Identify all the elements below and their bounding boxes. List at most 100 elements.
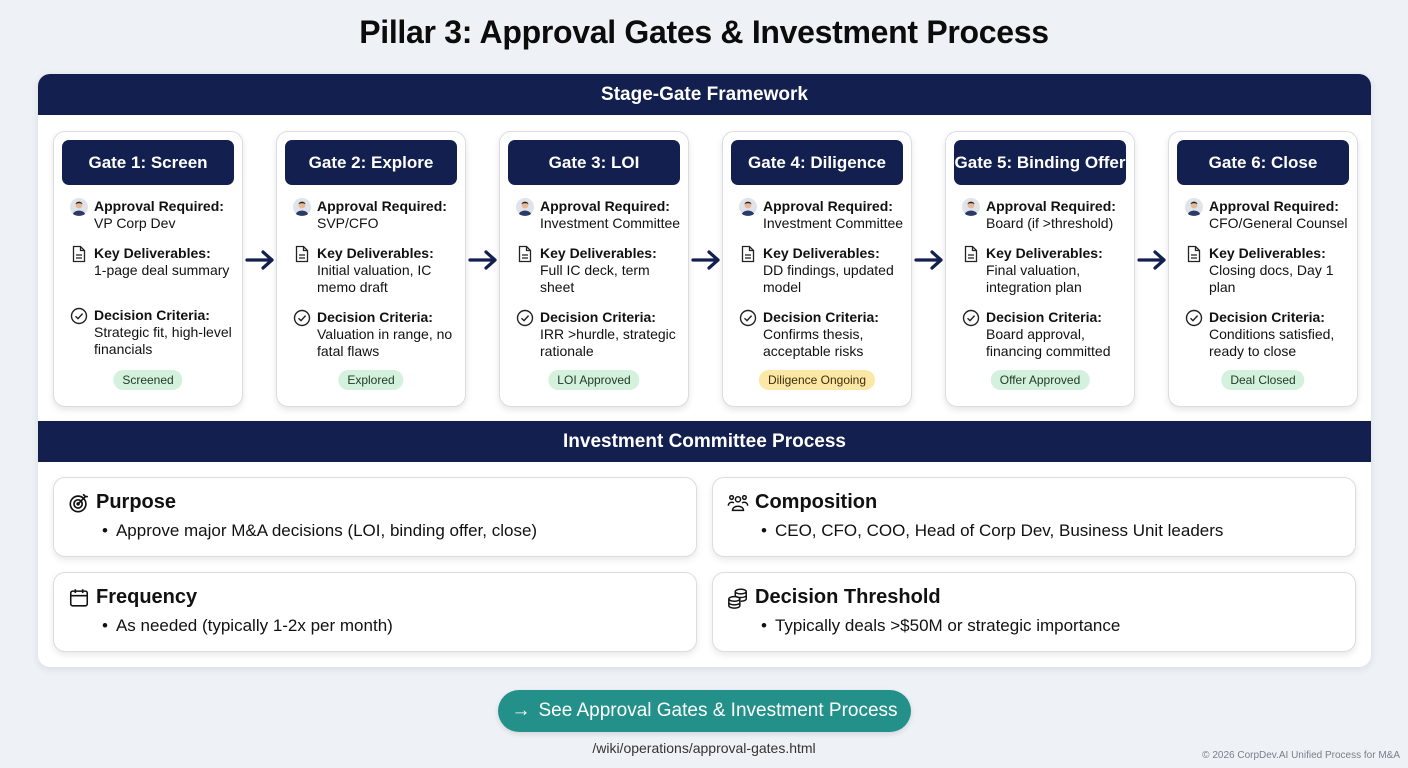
gate-deliverables: Key Deliverables: Initial valuation, IC … xyxy=(277,244,465,296)
gate-card-4: Gate 4: Diligence Approval Required: Inv… xyxy=(722,131,912,407)
deliverables-label: Key Deliverables: xyxy=(94,245,211,261)
status-badge: Explored xyxy=(338,370,404,390)
ic-card-title: Composition xyxy=(755,491,878,513)
approval-value: Investment Committee xyxy=(763,215,904,231)
gate-criteria: Decision Criteria: Confirms thesis, acce… xyxy=(723,308,911,360)
ic-grid: Purpose Approve major M&A decisions (LOI… xyxy=(38,462,1371,667)
cta-label: See Approval Gates & Investment Process xyxy=(538,700,898,721)
gate-card-6: Gate 6: Close Approval Required: CFO/Gen… xyxy=(1168,131,1358,407)
approval-label: Approval Required: xyxy=(763,198,893,214)
approval-value: Board (if >threshold) xyxy=(986,215,1114,231)
ic-card-bullet: As needed (typically 1-2x per month) xyxy=(102,616,393,636)
deliverables-value: Full IC deck, term sheet xyxy=(540,262,650,295)
cta-url: /wiki/operations/approval-gates.html xyxy=(592,740,816,756)
document-icon xyxy=(72,245,86,263)
gate-criteria: Decision Criteria: Conditions satisfied,… xyxy=(1169,308,1357,360)
document-icon xyxy=(964,245,978,263)
person-avatar-icon xyxy=(293,198,311,216)
check-circle-icon xyxy=(962,309,980,327)
deliverables-label: Key Deliverables: xyxy=(317,245,434,261)
check-circle-icon xyxy=(1185,309,1203,327)
criteria-value: IRR >hurdle, strategic rationale xyxy=(540,326,676,359)
approval-label: Approval Required: xyxy=(986,198,1116,214)
check-circle-icon xyxy=(739,309,757,327)
criteria-value: Confirms thesis, acceptable risks xyxy=(763,326,864,359)
approval-label: Approval Required: xyxy=(317,198,447,214)
criteria-label: Decision Criteria: xyxy=(317,309,433,325)
document-icon xyxy=(518,245,532,263)
criteria-label: Decision Criteria: xyxy=(94,307,210,323)
approval-value: SVP/CFO xyxy=(317,215,379,231)
approval-value: CFO/General Counsel xyxy=(1209,215,1348,231)
ic-card-title: Purpose xyxy=(96,491,177,513)
approval-label: Approval Required: xyxy=(1209,198,1339,214)
gate-criteria: Decision Criteria: Board approval, finan… xyxy=(946,308,1134,360)
stage-gate-header: Stage-Gate Framework xyxy=(38,74,1371,115)
ic-card-title: Frequency xyxy=(96,586,198,608)
approval-value: VP Corp Dev xyxy=(94,215,176,231)
see-approval-gates-button[interactable]: → See Approval Gates & Investment Proces… xyxy=(498,690,911,732)
page-title: Pillar 3: Approval Gates & Investment Pr… xyxy=(359,14,1049,50)
main-panel: Stage-Gate Framework Gate 1: Screen Appr… xyxy=(38,74,1371,667)
status-badge: LOI Approved xyxy=(548,370,640,390)
gate-criteria: Decision Criteria: Strategic fit, high-l… xyxy=(54,306,242,358)
check-circle-icon xyxy=(70,307,88,325)
gate-title: Gate 6: Close xyxy=(1177,140,1349,185)
deliverables-value: 1-page deal summary xyxy=(94,262,230,278)
gate-title: Gate 3: LOI xyxy=(508,140,680,185)
arrow-right-icon xyxy=(914,250,943,270)
deliverables-value: Final valuation, integration plan xyxy=(986,262,1082,295)
target-icon xyxy=(69,493,89,513)
gate-title: Gate 5: Binding Offer xyxy=(954,140,1126,185)
gate-criteria: Decision Criteria: IRR >hurdle, strategi… xyxy=(500,308,688,360)
criteria-value: Strategic fit, high-level financials xyxy=(94,324,232,357)
gate-approval: Approval Required: SVP/CFO xyxy=(277,197,465,232)
gate-card-2: Gate 2: Explore Approval Required: SVP/C… xyxy=(276,131,466,407)
ic-card-bullet: Approve major M&A decisions (LOI, bindin… xyxy=(102,521,537,541)
status-badge: Diligence Ongoing xyxy=(758,370,876,390)
ic-card-bullet: CEO, CFO, COO, Head of Corp Dev, Busines… xyxy=(761,521,1223,541)
gate-card-1: Gate 1: Screen Approval Required: VP Cor… xyxy=(53,131,243,407)
gate-card-5: Gate 5: Binding Offer Approval Required:… xyxy=(945,131,1135,407)
approval-value: Investment Committee xyxy=(540,215,681,231)
deliverables-label: Key Deliverables: xyxy=(986,245,1103,261)
check-circle-icon xyxy=(516,309,534,327)
document-icon xyxy=(1187,245,1201,263)
arrow-right-icon xyxy=(468,250,497,270)
gate-approval: Approval Required: Investment Committee xyxy=(723,197,911,232)
arrow-right-icon xyxy=(691,250,720,270)
person-avatar-icon xyxy=(516,198,534,216)
criteria-value: Conditions satisfied, ready to close xyxy=(1209,326,1335,359)
deliverables-label: Key Deliverables: xyxy=(540,245,657,261)
gate-deliverables: Key Deliverables: Final valuation, integ… xyxy=(946,244,1134,296)
document-icon xyxy=(295,245,309,263)
document-icon xyxy=(741,245,755,263)
approval-label: Approval Required: xyxy=(540,198,670,214)
gates-row: Gate 1: Screen Approval Required: VP Cor… xyxy=(38,115,1371,421)
gate-title: Gate 4: Diligence xyxy=(731,140,903,185)
ic-card-composition: Composition CEO, CFO, COO, Head of Corp … xyxy=(712,477,1356,557)
ic-card-title: Decision Threshold xyxy=(755,586,941,608)
coins-icon xyxy=(728,588,747,609)
gate-card-3: Gate 3: LOI Approval Required: Investmen… xyxy=(499,131,689,407)
ic-card-bullet: Typically deals >$50M or strategic impor… xyxy=(761,616,1120,636)
gate-deliverables: Key Deliverables: 1-page deal summary xyxy=(54,244,242,294)
calendar-icon xyxy=(69,589,89,607)
criteria-label: Decision Criteria: xyxy=(540,309,656,325)
criteria-value: Valuation in range, no fatal flaws xyxy=(317,326,453,359)
criteria-value: Board approval, financing committed xyxy=(986,326,1111,359)
copyright: © 2026 CorpDev.AI Unified Process for M&… xyxy=(1202,750,1400,761)
people-icon xyxy=(727,494,749,512)
status-badge: Offer Approved xyxy=(990,370,1090,390)
deliverables-label: Key Deliverables: xyxy=(1209,245,1326,261)
approval-label: Approval Required: xyxy=(94,198,224,214)
gate-approval: Approval Required: Investment Committee xyxy=(500,197,688,232)
status-badge: Deal Closed xyxy=(1221,370,1305,390)
check-circle-icon xyxy=(293,309,311,327)
person-avatar-icon xyxy=(739,198,757,216)
gate-deliverables: Key Deliverables: Full IC deck, term she… xyxy=(500,244,688,296)
arrow-right-icon xyxy=(1137,250,1166,270)
gate-criteria: Decision Criteria: Valuation in range, n… xyxy=(277,308,465,360)
deliverables-value: DD findings, updated model xyxy=(763,262,894,295)
criteria-label: Decision Criteria: xyxy=(763,309,879,325)
